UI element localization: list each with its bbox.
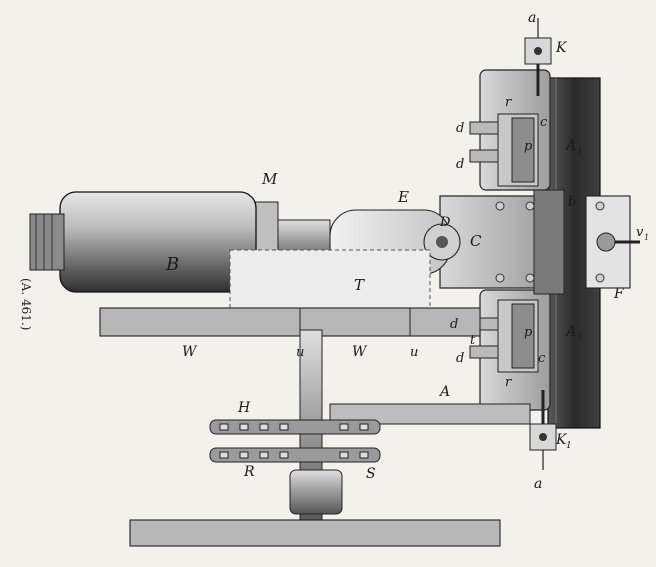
label-K1-sub: 1	[566, 441, 572, 451]
label-r-bottom: r	[505, 375, 512, 390]
label-t: t	[470, 333, 476, 348]
label-R: R	[243, 464, 255, 480]
label-d-bot1: d	[450, 317, 458, 332]
label-c-bottom: c	[538, 351, 546, 366]
figure-caption: (A. 461.)	[19, 278, 33, 330]
label-a-bottom: a	[534, 476, 542, 492]
figure-labels: a K K 1 a r r c c d d d d t p p A 1 A 1 …	[19, 10, 649, 492]
label-p-bottom: p	[524, 325, 533, 340]
label-b: b	[568, 195, 576, 210]
label-C: C	[470, 232, 482, 250]
label-d-top1: d	[456, 121, 464, 136]
label-a-top: a	[528, 10, 536, 26]
label-E: E	[397, 188, 409, 206]
label-D: D	[439, 215, 451, 230]
label-r-top: r	[505, 95, 512, 110]
label-v1-sub: 1	[644, 233, 649, 242]
label-p-top: p	[524, 139, 533, 154]
label-d-top2: d	[456, 157, 464, 172]
gear-assembly	[129, 329, 531, 547]
label-F: F	[613, 286, 625, 302]
label-M: M	[261, 170, 278, 188]
label-u-right: u	[410, 345, 418, 360]
label-d-bot2: d	[456, 351, 464, 366]
label-A1-top-sub: 1	[577, 147, 583, 157]
label-u-left: u	[296, 345, 304, 360]
label-K1: K	[555, 432, 568, 448]
label-A1-top: A	[564, 138, 576, 154]
label-S: S	[366, 466, 376, 482]
label-A1-bottom: A	[564, 324, 576, 340]
label-B: B	[165, 254, 179, 275]
label-K: K	[555, 40, 568, 56]
label-c-top: c	[540, 115, 548, 130]
base-assembly	[439, 18, 640, 470]
label-T: T	[354, 276, 365, 294]
label-H: H	[237, 400, 251, 416]
label-W-right: W	[352, 344, 368, 360]
label-v1: v	[636, 225, 644, 240]
label-A: A	[438, 384, 450, 400]
label-W-left: W	[182, 344, 198, 360]
tube-and-plate	[99, 249, 481, 337]
label-A1-bottom-sub: 1	[577, 333, 583, 343]
